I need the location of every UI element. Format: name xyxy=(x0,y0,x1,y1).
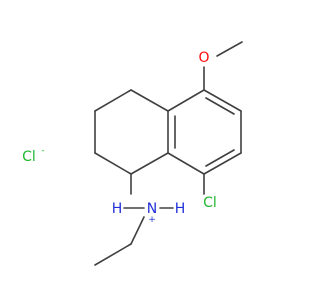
ring-chlorine-label: Cl xyxy=(203,195,217,211)
bond xyxy=(94,89,132,112)
bond xyxy=(94,243,132,266)
chloride-ion-label: Cl xyxy=(22,149,36,165)
structure-drawing: O Cl Cl - H N + H xyxy=(22,41,243,266)
methoxy-group xyxy=(203,41,243,91)
saturated-ring xyxy=(94,89,169,175)
bond xyxy=(94,152,132,175)
oxygen-label: O xyxy=(198,50,209,66)
bond xyxy=(203,89,242,112)
amine-charge: + xyxy=(148,215,156,225)
bond xyxy=(203,152,242,175)
bond xyxy=(167,89,205,112)
amine-h-left-label: H xyxy=(112,201,123,217)
amine-n-label: N xyxy=(147,201,157,217)
bond xyxy=(130,89,169,112)
double-bond-inner xyxy=(205,149,235,167)
amine-h-right-label: H xyxy=(175,201,186,217)
double-bond-inner xyxy=(205,97,235,115)
ethyl-group xyxy=(94,216,145,266)
aromatic-ring xyxy=(167,89,242,175)
molecule-canvas: O Cl Cl - H N + H xyxy=(22,41,243,266)
chloride-ion-charge: - xyxy=(41,146,44,156)
bond xyxy=(130,216,145,245)
bond xyxy=(130,152,169,175)
bond xyxy=(167,152,205,175)
bond xyxy=(216,41,243,57)
